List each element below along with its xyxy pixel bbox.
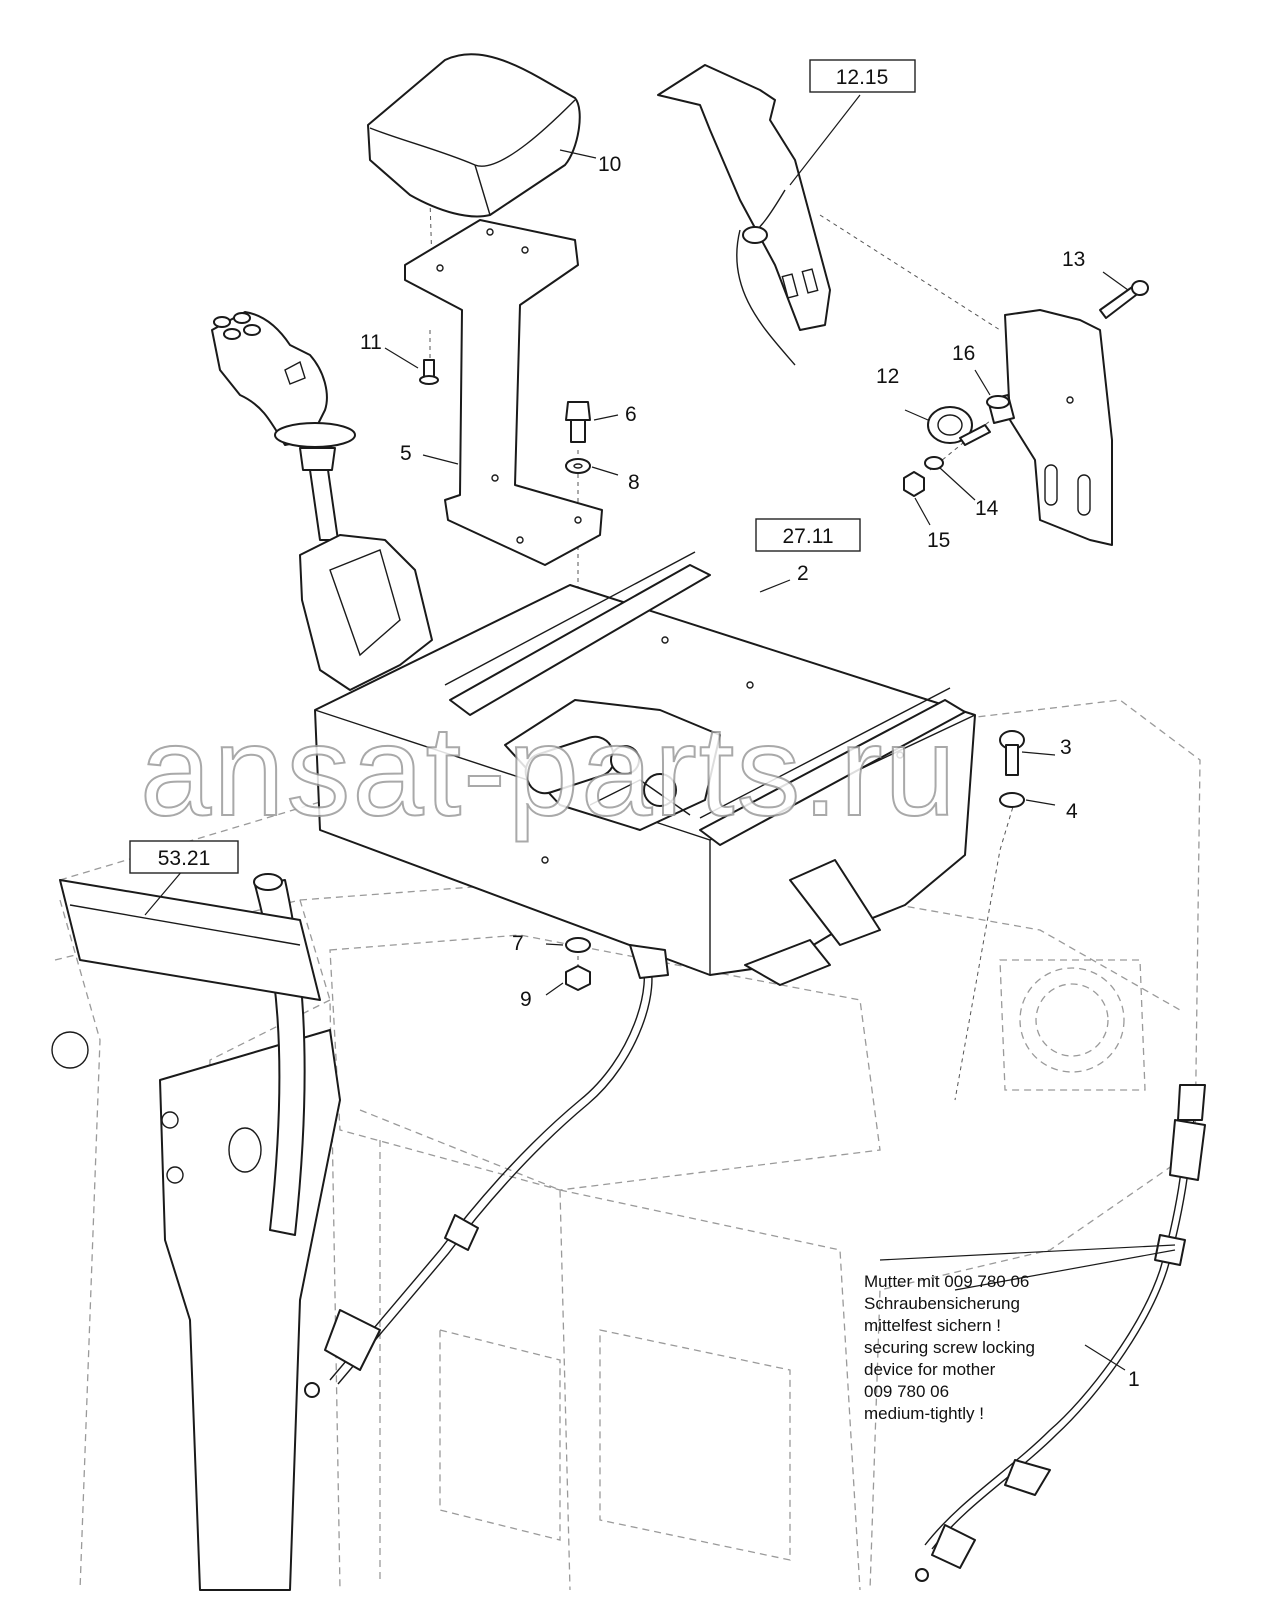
note-line: device for mother [864, 1360, 996, 1379]
callout-1: 1 [1128, 1368, 1140, 1391]
seat-console [314, 551, 976, 986]
callout-5: 5 [400, 442, 412, 465]
callout-11: 11 [360, 331, 382, 354]
joystick [211, 311, 433, 691]
upper-bracket [657, 64, 831, 366]
bolt-3 [999, 730, 1025, 776]
note-line: Mutter mit 009 780 06 [864, 1272, 1029, 1291]
ref-label: 12.15 [836, 66, 889, 89]
note-line: mittelfest sichern ! [864, 1316, 1001, 1335]
nut-15 [903, 471, 925, 497]
washer-8 [565, 458, 591, 474]
control-cable [304, 944, 1206, 1582]
spacer-16 [986, 394, 1015, 424]
callout-13: 13 [1062, 248, 1085, 271]
left-pillar [51, 873, 341, 1591]
right-bracket [1004, 309, 1113, 546]
ref-box-53-21: 53.21 [129, 840, 239, 874]
callout-2: 2 [797, 562, 809, 585]
armrest-cushion [367, 53, 581, 218]
callouts: 1 2 3 4 5 6 7 8 9 10 11 12 13 14 15 16 [360, 153, 1140, 1391]
washer-7 [565, 937, 591, 953]
washer-4 [999, 792, 1025, 808]
callout-4: 4 [1066, 800, 1078, 823]
note-line: medium-tightly ! [864, 1404, 984, 1423]
watermark: ansat-parts.ru [140, 700, 958, 843]
bolt-6 [565, 401, 591, 443]
ref-box-12-15: 12.15 [809, 59, 916, 93]
note-line: securing screw locking [864, 1338, 1035, 1357]
screw-13 [1099, 280, 1149, 319]
note-line: Schraubensicherung [864, 1294, 1020, 1313]
callout-3: 3 [1060, 736, 1072, 759]
note-line: 009 780 06 [864, 1382, 949, 1401]
callout-10: 10 [598, 153, 621, 176]
callout-6: 6 [625, 403, 637, 426]
callout-12: 12 [876, 365, 899, 388]
ref-box-27-11: 27.11 [755, 518, 861, 552]
callout-7: 7 [512, 932, 524, 955]
callout-9: 9 [520, 988, 532, 1011]
callout-16: 16 [952, 342, 975, 365]
armrest-bracket [404, 219, 603, 566]
leader-lines [144, 94, 1176, 1371]
assembly-note: Mutter mit 009 780 06 Schraubensicherung… [864, 1272, 1035, 1423]
callout-8: 8 [628, 471, 640, 494]
clamp-12 [927, 406, 991, 446]
ref-label: 53.21 [158, 847, 211, 870]
washer-14 [924, 456, 944, 470]
cab-frame [54, 699, 1201, 1591]
armrest-screw [419, 359, 439, 385]
nut-9 [565, 965, 591, 991]
ref-label: 27.11 [783, 525, 834, 548]
callout-15: 15 [927, 529, 950, 552]
callout-14: 14 [975, 497, 999, 520]
